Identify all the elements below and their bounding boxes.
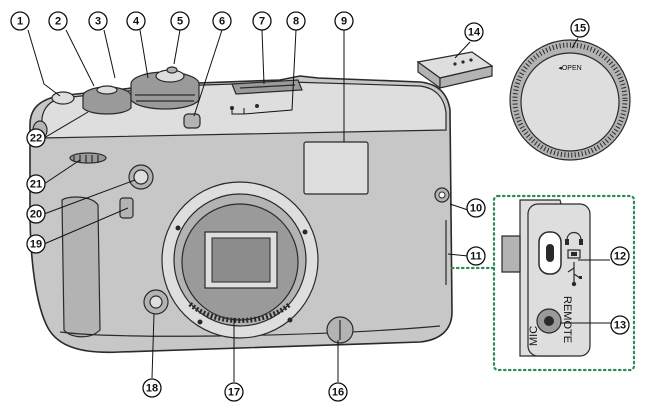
callout-number: 17 (228, 387, 240, 399)
callout-circle (466, 198, 486, 218)
callout-badge-viewfinder-window: 9 (334, 11, 354, 31)
callout-number: 10 (470, 203, 482, 215)
callout-number: 8 (293, 16, 299, 28)
usb-icon (567, 262, 582, 287)
callout-number: 1 (17, 16, 23, 28)
callout-badge-front-command-dial: 21 (26, 174, 46, 194)
callout-circle (252, 11, 272, 31)
callout-badge-lens-mount: 17 (224, 382, 244, 402)
callout-number: 20 (30, 209, 42, 221)
callout-badge-microphone-remote-connector: 13 (610, 315, 630, 335)
headphone-icon (565, 231, 583, 245)
front-features (69, 113, 450, 344)
callout-number: 18 (146, 383, 158, 395)
callout-number: 3 (95, 16, 101, 28)
callout-badge-lens-signal-contacts: 18 (142, 378, 162, 398)
callout-circle (26, 174, 46, 194)
callout-badge-strap-eyelet: 10 (466, 198, 486, 218)
callout-badge-body-cap: 15 (570, 18, 590, 38)
hot-shoe-cover-drawing (416, 51, 494, 90)
leader-lines (27, 29, 612, 382)
callout-badge-focus-mode-selector: 16 (328, 382, 348, 402)
callout-number: 5 (177, 16, 183, 28)
callout-circle (610, 246, 630, 266)
callout-circle (334, 11, 354, 31)
callout-badge-af-assist-lamp: 6 (212, 11, 232, 31)
lens-mount-drawing (161, 181, 319, 339)
callout-circle (464, 22, 484, 42)
callout-circle (26, 234, 46, 254)
callout-badge-connector-cover: 11 (466, 246, 486, 266)
callout-badge-usb-connector: 12 (610, 246, 630, 266)
callout-badge-on-off-switch: 22 (26, 128, 46, 148)
callout-circle (610, 315, 630, 335)
connector-inset: MIC REMOTE (450, 194, 636, 372)
mic-port-label: MIC (528, 326, 540, 346)
callout-badge-exposure-compensation-dial: 2 (48, 11, 68, 31)
callout-number: 6 (219, 16, 225, 28)
callout-number: 4 (133, 16, 140, 28)
callout-circle (48, 11, 68, 31)
callout-badge-viewfinder-selector: 19 (26, 234, 46, 254)
callout-circle (224, 382, 244, 402)
callout-number: 9 (341, 16, 347, 28)
callout-badge-shutter-speed-dial: 5 (170, 11, 190, 31)
remote-port-label: REMOTE (561, 296, 573, 343)
top-dials (51, 66, 303, 115)
callout-number: 7 (259, 16, 265, 28)
callout-number: 22 (30, 133, 42, 145)
callout-circle (10, 11, 30, 31)
callout-circle (570, 18, 590, 38)
callout-badge-hot-shoe: 7 (252, 11, 272, 31)
callout-circle (26, 128, 46, 148)
callout-number: 11 (470, 251, 482, 263)
callout-badge-microphones: 8 (286, 11, 306, 31)
callout-circle (170, 11, 190, 31)
callout-circle (142, 378, 162, 398)
callout-number: 2 (55, 16, 61, 28)
callout-number: 13 (614, 320, 626, 332)
body-cap-drawing: ◂OPEN (509, 39, 631, 161)
callout-circle (466, 246, 486, 266)
callout-badge-shutter-release-button: 1 (10, 11, 30, 31)
callout-number: 19 (30, 239, 42, 251)
callout-number: 14 (468, 27, 481, 39)
hdmi-icon (567, 249, 581, 259)
callout-badge-function-button: 20 (26, 204, 46, 224)
callout-circle (88, 11, 108, 31)
callout-circle (26, 204, 46, 224)
callout-number: 12 (614, 251, 626, 263)
callout-number: 16 (332, 387, 344, 399)
callout-circle (328, 382, 348, 402)
callout-number: 15 (574, 23, 586, 35)
callout-badge-hot-shoe-cover: 14 (464, 22, 484, 42)
callout-badge-iso-dial: 4 (126, 11, 146, 31)
body-cap-open-label: ◂OPEN (558, 65, 581, 72)
callout-circle (212, 11, 232, 31)
callout-circle (126, 11, 146, 31)
inset-frame (492, 194, 636, 372)
callout-circle (286, 11, 306, 31)
callout-number: 21 (30, 179, 42, 191)
callout-badge-top-plate: 3 (88, 11, 108, 31)
